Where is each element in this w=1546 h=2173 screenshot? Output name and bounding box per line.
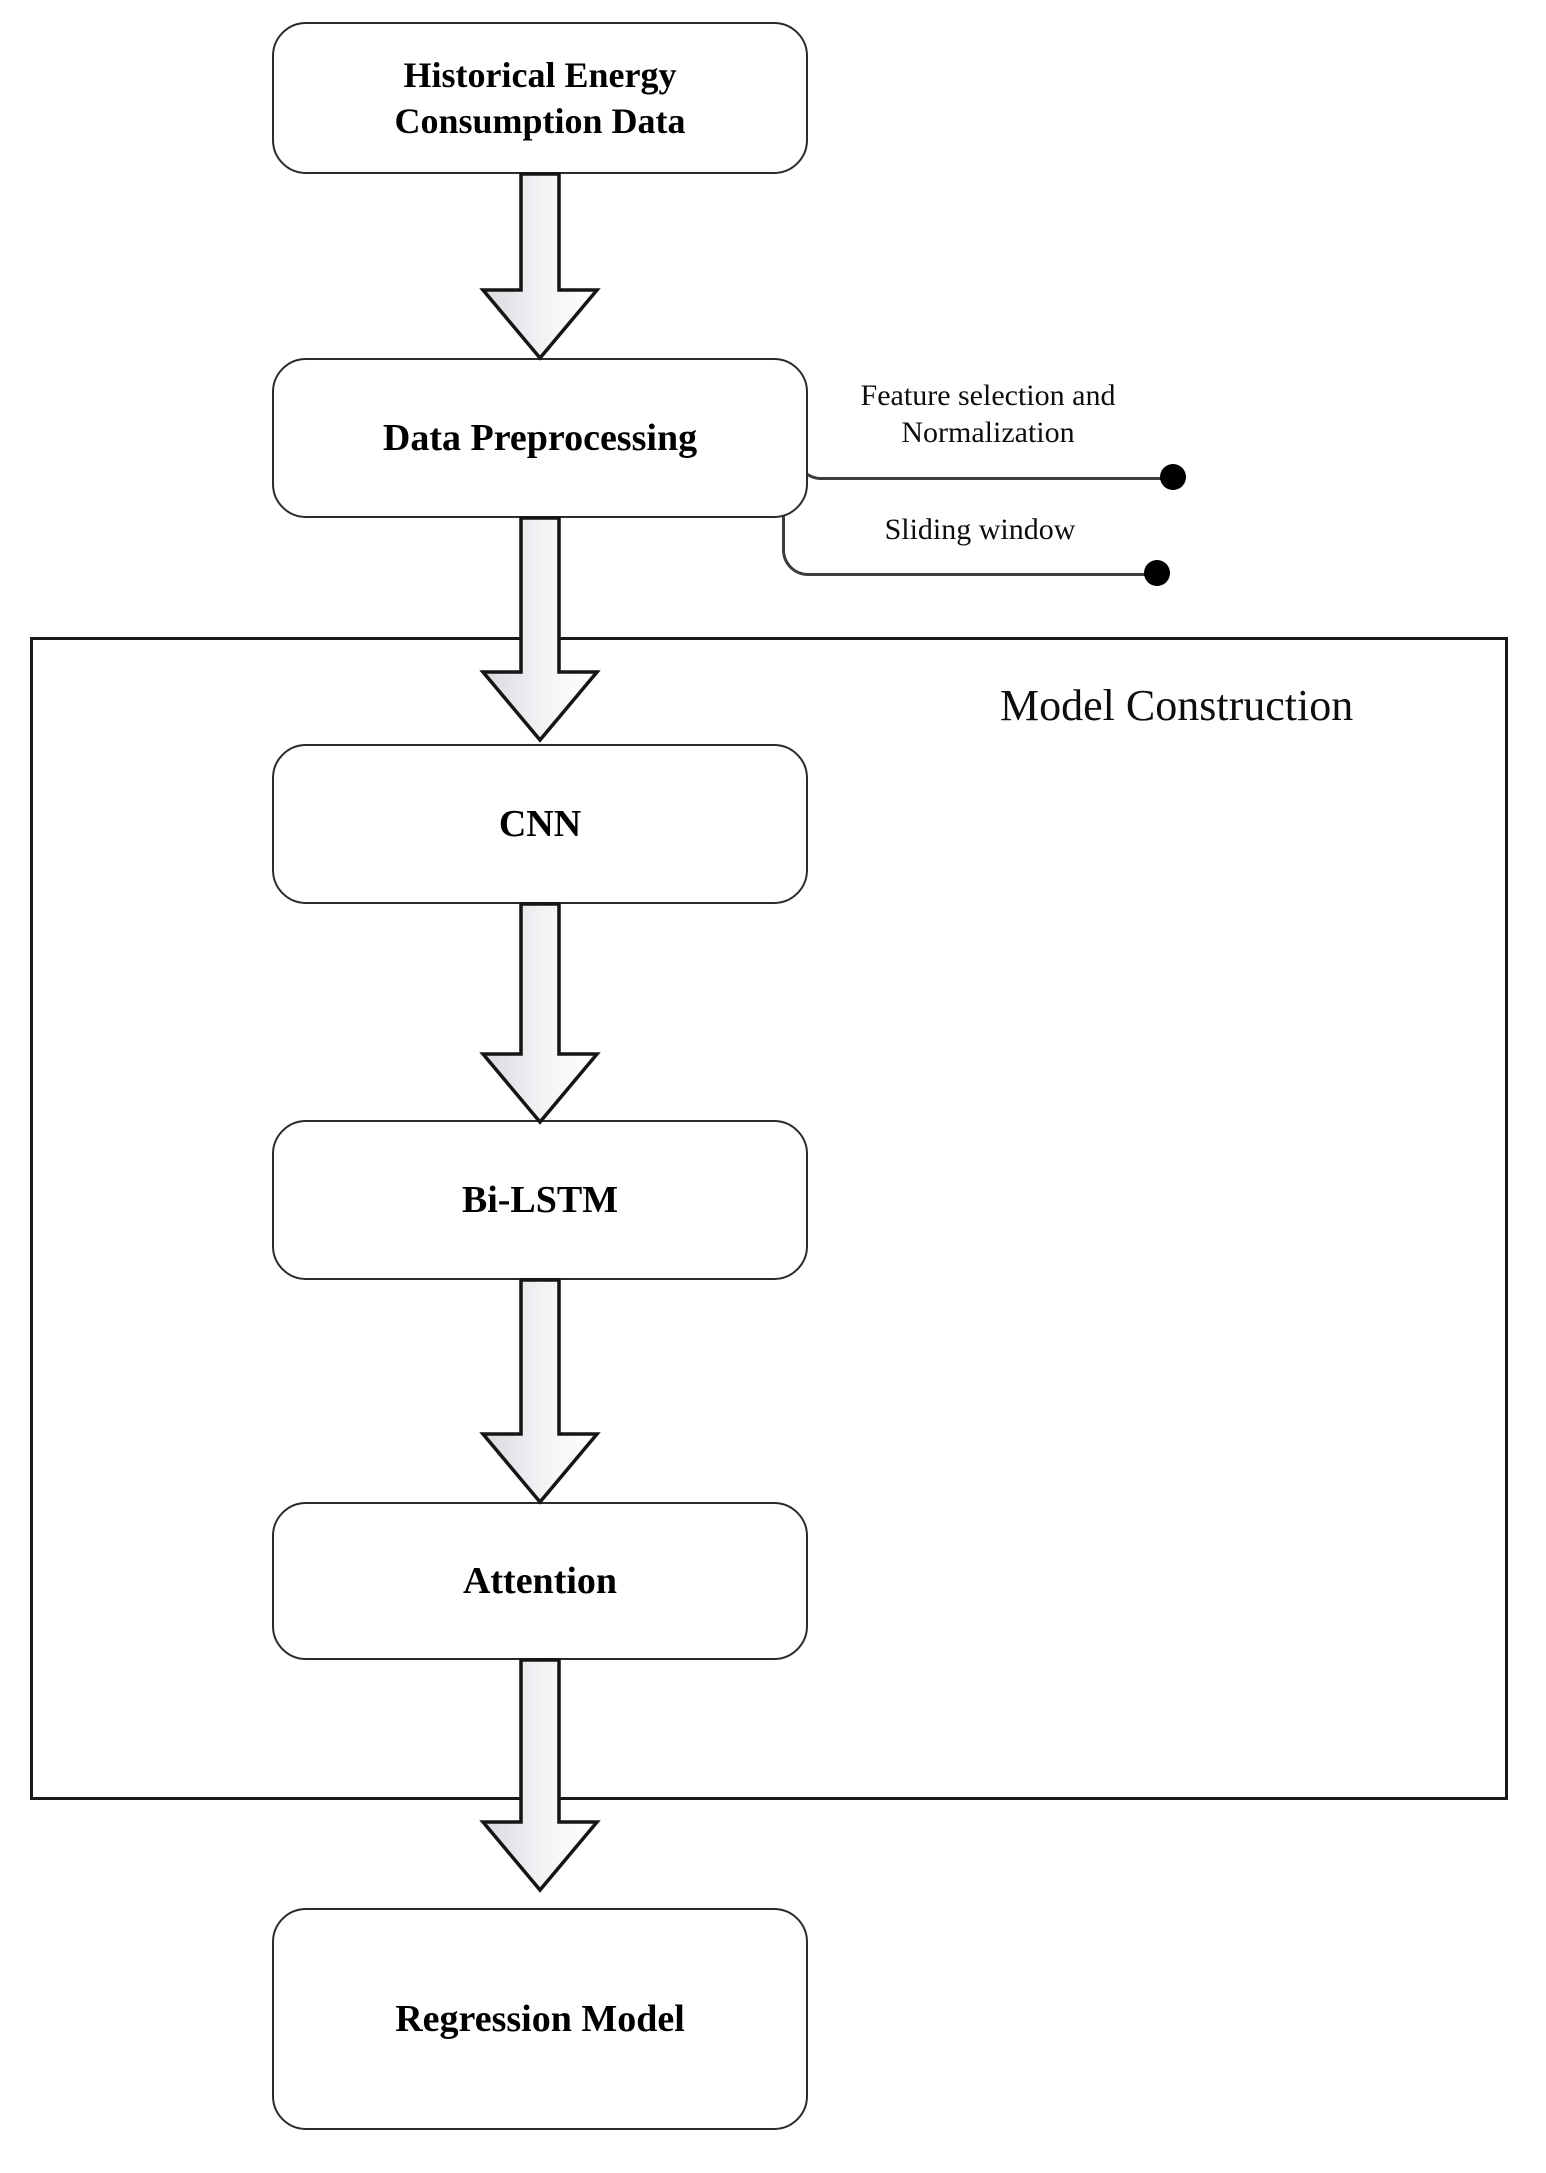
arrow-cnn-to-bilstm [479, 902, 601, 1125]
callout-dot-sliding-window [1144, 560, 1170, 586]
arrow-bilstm-to-attention [479, 1278, 601, 1505]
callout-label-sliding-window: Sliding window [884, 513, 1076, 546]
node-label: Regression Model [395, 1997, 685, 2040]
callout-line-sliding-window [810, 573, 1158, 576]
model-construction-title: Model Construction [1000, 681, 1354, 730]
node-data-preprocessing[interactable]: Data Preprocessing [272, 358, 808, 518]
node-label: CNN [498, 802, 582, 845]
model-construction-group-frame [30, 637, 1508, 1800]
node-regression-model[interactable]: Regression Model [272, 1908, 808, 2130]
node-label: Historical Energy Consumption Data [394, 54, 686, 141]
node-historical-energy-consumption-data[interactable]: Historical Energy Consumption Data [272, 22, 808, 174]
node-label: Attention [462, 1559, 618, 1602]
arrow-preprocessing-to-cnn [479, 516, 601, 743]
arrow-data-to-preprocessing [479, 172, 601, 361]
node-bi-lstm[interactable]: Bi-LSTM [272, 1120, 808, 1280]
callout-label-feature-selection: Feature selection and Normalization [860, 379, 1116, 449]
arrow-attention-to-regression [479, 1658, 601, 1893]
node-cnn[interactable]: CNN [272, 744, 808, 904]
node-label: Bi-LSTM [461, 1178, 619, 1221]
node-attention[interactable]: Attention [272, 1502, 808, 1660]
callout-line-feature-selection [820, 477, 1175, 480]
node-label: Data Preprocessing [382, 416, 698, 459]
callout-dot-feature-selection [1160, 464, 1186, 490]
